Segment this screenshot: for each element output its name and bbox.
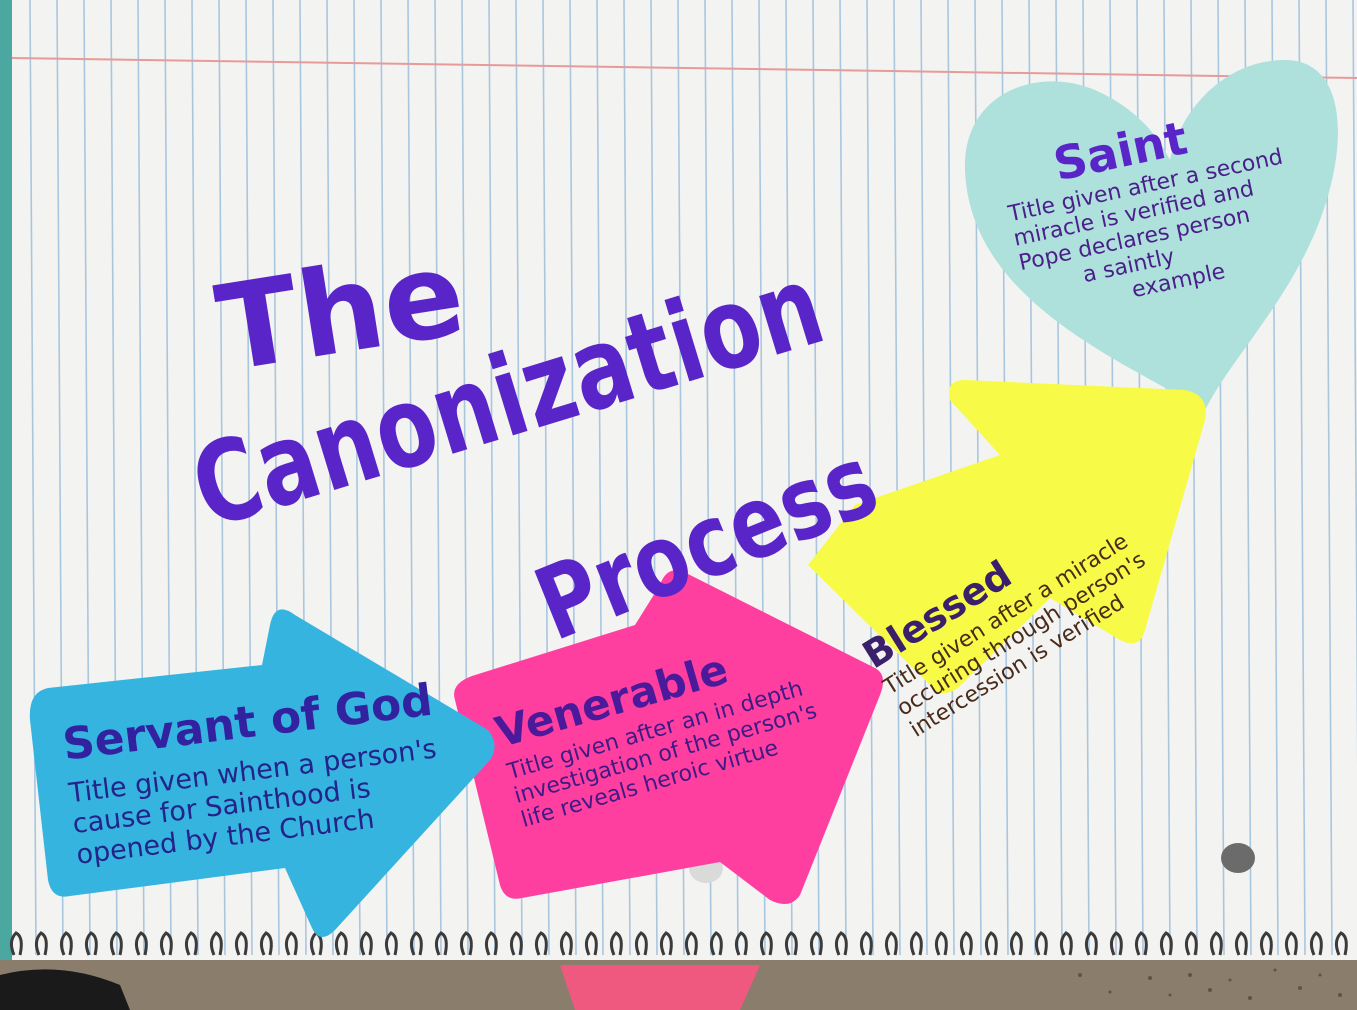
spiral-coil [1034, 931, 1048, 956]
spiral-coil [709, 931, 723, 956]
spiral-coil [934, 931, 948, 956]
spiral-coil [59, 931, 73, 956]
spiral-coil [359, 931, 373, 956]
spiral-coil [1059, 931, 1073, 956]
left-page-edge [0, 0, 14, 960]
spiral-coil [9, 931, 23, 956]
venerable-arrow-note [454, 570, 884, 904]
spiral-coil [109, 931, 123, 956]
spiral-coil [284, 931, 298, 956]
blessed-arrow-note [808, 380, 1206, 694]
spiral-coil [634, 931, 648, 956]
spiral-coil [809, 931, 823, 956]
ruled-line [893, 0, 901, 956]
pink-paper-below [560, 965, 760, 1010]
spiral-binding [9, 931, 1348, 956]
spiral-coil [34, 931, 48, 956]
spiral-coil [184, 931, 198, 956]
ruled-line [866, 0, 874, 956]
spiral-coil [684, 931, 698, 956]
spiral-coil [984, 931, 998, 956]
spiral-coil [834, 931, 848, 956]
punch-hole-right [1221, 843, 1255, 873]
spiral-coil [1334, 931, 1348, 956]
spiral-coil [509, 931, 523, 956]
spiral-coil [259, 931, 273, 956]
spiral-coil [1209, 931, 1223, 956]
spiral-coil [459, 931, 473, 956]
spiral-coil [784, 931, 798, 956]
spiral-coil [584, 931, 598, 956]
margin-line [11, 57, 1357, 79]
spiral-coil [609, 931, 623, 956]
spiral-coil [134, 931, 148, 956]
spiral-coil [1259, 931, 1273, 956]
spiral-coil [1109, 931, 1123, 956]
spiral-coil [1284, 931, 1298, 956]
spiral-coil [1184, 931, 1198, 956]
spiral-coil [409, 931, 423, 956]
spiral-coil [334, 931, 348, 956]
ruled-line [1352, 0, 1357, 765]
spiral-coil [884, 931, 898, 956]
table-speckles [1078, 968, 1342, 1000]
spiral-coil [209, 931, 223, 956]
servant-arrow-note [29, 609, 495, 938]
spiral-coil [434, 931, 448, 956]
ruled-line [29, 0, 37, 956]
spiral-coil [534, 931, 548, 956]
spiral-coil [1009, 931, 1023, 956]
spiral-coil [759, 931, 773, 956]
spiral-coil [484, 931, 498, 956]
spiral-coil [959, 931, 973, 956]
spiral-coil [909, 931, 923, 956]
dark-object [0, 969, 130, 1010]
spiral-coil [559, 931, 573, 956]
spiral-coil [734, 931, 748, 956]
spiral-coil [1159, 931, 1173, 956]
spiral-coil [859, 931, 873, 956]
ruled-line [920, 0, 928, 956]
spiral-coil [1309, 931, 1323, 956]
spiral-coil [1234, 931, 1248, 956]
spiral-coil [1134, 931, 1148, 956]
spiral-coil [1084, 931, 1098, 956]
spiral-coil [234, 931, 248, 956]
ruled-line [461, 0, 469, 956]
saint-heart-note [964, 60, 1338, 410]
spiral-coil [84, 931, 98, 956]
spiral-coil [159, 931, 173, 956]
spiral-coil [659, 931, 673, 956]
ruled-line [839, 0, 847, 956]
spiral-coil [384, 931, 398, 956]
